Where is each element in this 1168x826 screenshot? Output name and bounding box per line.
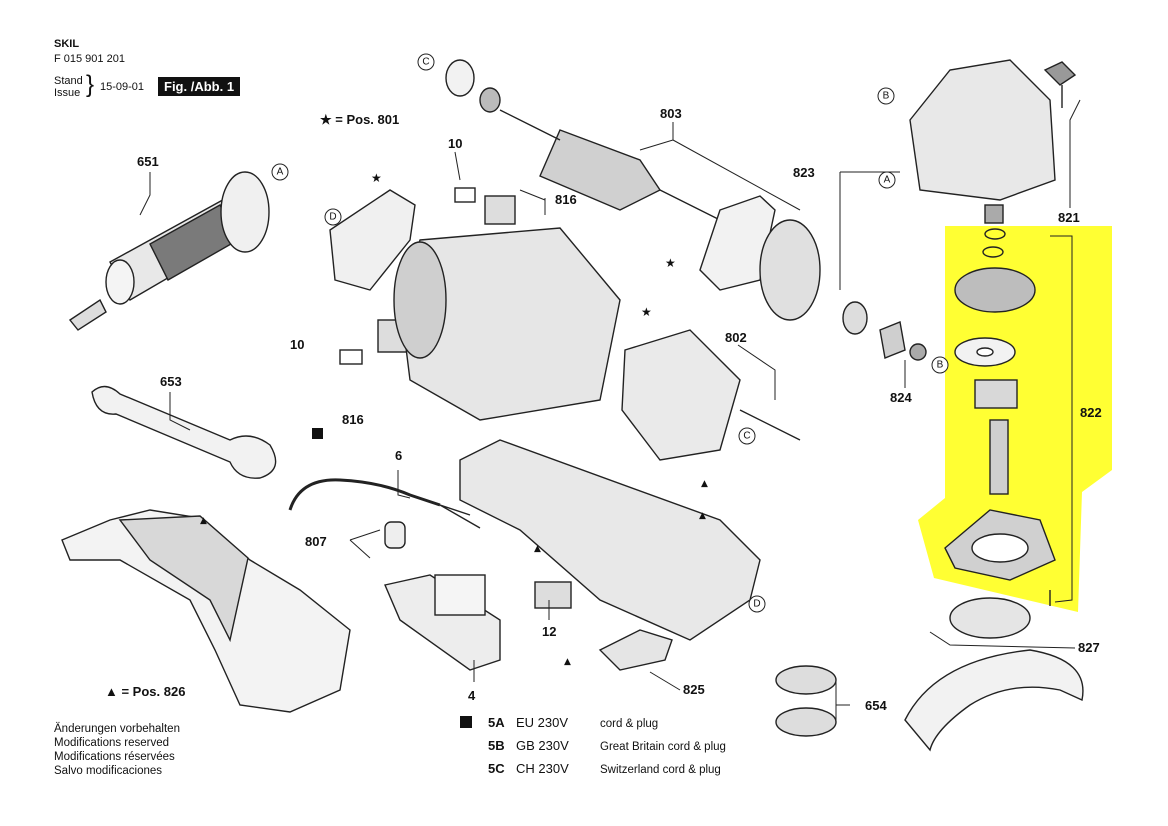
label-4: 4 xyxy=(468,688,476,703)
field-stator xyxy=(621,329,741,461)
cord-legend: 5A EU 230V cord & plug 5B GB 230V Great Brit… xyxy=(460,712,726,781)
label-822: 822 xyxy=(1080,405,1102,420)
legend-desc: Great Britain cord & plug xyxy=(600,741,726,753)
fan xyxy=(759,219,821,321)
brace: } xyxy=(86,71,95,98)
ref-d-cover: D xyxy=(329,212,336,223)
lock-button xyxy=(598,629,673,671)
cord-clamp xyxy=(384,521,406,549)
legend-code: 5A xyxy=(488,715,505,730)
modification-notes: Änderungen vorbehalten Modifications res… xyxy=(54,722,180,778)
label-816-upper: 816 xyxy=(555,192,577,207)
label-816-lower: 816 xyxy=(342,412,364,427)
rear-handle-cover xyxy=(61,509,351,713)
legend-voltage: CH 230V xyxy=(516,761,569,776)
flange-nut-top xyxy=(775,665,837,695)
note-de: Änderungen vorbehalten xyxy=(54,723,180,735)
label-807: 807 xyxy=(305,534,327,549)
label-823: 823 xyxy=(793,165,815,180)
switch xyxy=(384,574,501,671)
baffle-ring xyxy=(699,195,776,291)
label-825: 825 xyxy=(683,682,705,697)
label-802: 802 xyxy=(725,330,747,345)
legend-voltage: EU 230V xyxy=(516,715,569,730)
triangle-marker: ▲ xyxy=(701,479,708,489)
label-653: 653 xyxy=(160,374,182,389)
triangle-note: ▲ = Pos. 826 xyxy=(105,684,186,699)
legend-row-5b: 5B GB 230V Great Britain cord & plug xyxy=(488,735,726,758)
issue-date: 15-09-01 xyxy=(100,81,145,93)
part-number: F 015 901 201 xyxy=(54,53,125,65)
label-654: 654 xyxy=(865,698,887,713)
brush-holder-upper xyxy=(484,195,516,225)
triangle-marker: ▲ xyxy=(534,544,541,554)
note-en: Modifications reserved xyxy=(54,737,170,749)
brand: SKIL xyxy=(54,38,80,50)
capacitor xyxy=(534,581,572,609)
star-marker: ★ xyxy=(665,256,676,270)
ref-d-body: D xyxy=(753,599,760,610)
clamping-plate xyxy=(949,597,1031,639)
cord-marker-square xyxy=(312,428,323,439)
ref-a-handle: A xyxy=(277,167,284,178)
legend-square-marker xyxy=(460,716,472,728)
label-803: 803 xyxy=(660,106,682,121)
legend-code: 5C xyxy=(488,761,505,776)
gear-assembly xyxy=(944,228,1056,606)
motor-handle-body xyxy=(459,439,761,641)
legend-code: 5B xyxy=(488,738,505,753)
label-821: 821 xyxy=(1058,210,1080,225)
pin-wrench xyxy=(91,385,277,479)
figure-title: Fig. /Abb. 1 xyxy=(158,77,241,96)
ref-b-pinion: B xyxy=(937,360,944,371)
pinion xyxy=(879,321,906,359)
star-marker: ★ xyxy=(641,305,652,319)
label-10-upper: 10 xyxy=(448,136,462,151)
star-marker: ★ xyxy=(371,171,382,185)
bearing xyxy=(842,301,868,335)
ref-a-housing: A xyxy=(884,175,891,186)
brush-cover xyxy=(329,189,416,291)
carbon-brush-lower xyxy=(339,349,363,365)
triangle-marker: ▲ xyxy=(699,511,706,521)
legend-desc: Switzerland cord & plug xyxy=(600,764,721,776)
label-824: 824 xyxy=(890,390,912,405)
armature xyxy=(445,59,721,221)
label-12: 12 xyxy=(542,624,556,639)
label-827: 827 xyxy=(1078,640,1100,655)
issue-label: Issue xyxy=(54,87,81,99)
triangle-marker: ▲ xyxy=(200,516,207,526)
ref-c-top: C xyxy=(422,57,429,68)
gear-assembly-highlight xyxy=(918,226,1112,612)
legend-voltage: GB 230V xyxy=(516,738,569,753)
power-cord xyxy=(288,478,441,511)
stand-label: Stand xyxy=(54,75,83,87)
label-6: 6 xyxy=(395,448,402,463)
note-es: Salvo modificaciones xyxy=(54,765,163,777)
auxiliary-handle xyxy=(68,171,270,331)
wheel-guard xyxy=(904,649,1084,752)
legend-row-5c: 5C CH 230V Switzerland cord & plug xyxy=(488,758,726,781)
ref-c-stator: C xyxy=(743,431,750,442)
note-fr: Modifications réservées xyxy=(54,751,175,763)
legend-desc: cord & plug xyxy=(600,718,659,730)
ref-b-housing: B xyxy=(883,91,890,102)
flange-nut-bottom xyxy=(775,707,837,737)
label-651: 651 xyxy=(137,154,159,169)
carbon-brush-upper xyxy=(454,187,476,203)
triangle-marker: ▲ xyxy=(564,657,571,667)
legend-row-5a: 5A EU 230V cord & plug xyxy=(460,712,726,735)
star-note: ★ = Pos. 801 xyxy=(320,112,400,127)
label-10-lower: 10 xyxy=(290,337,304,352)
gear-housing xyxy=(909,59,1056,201)
